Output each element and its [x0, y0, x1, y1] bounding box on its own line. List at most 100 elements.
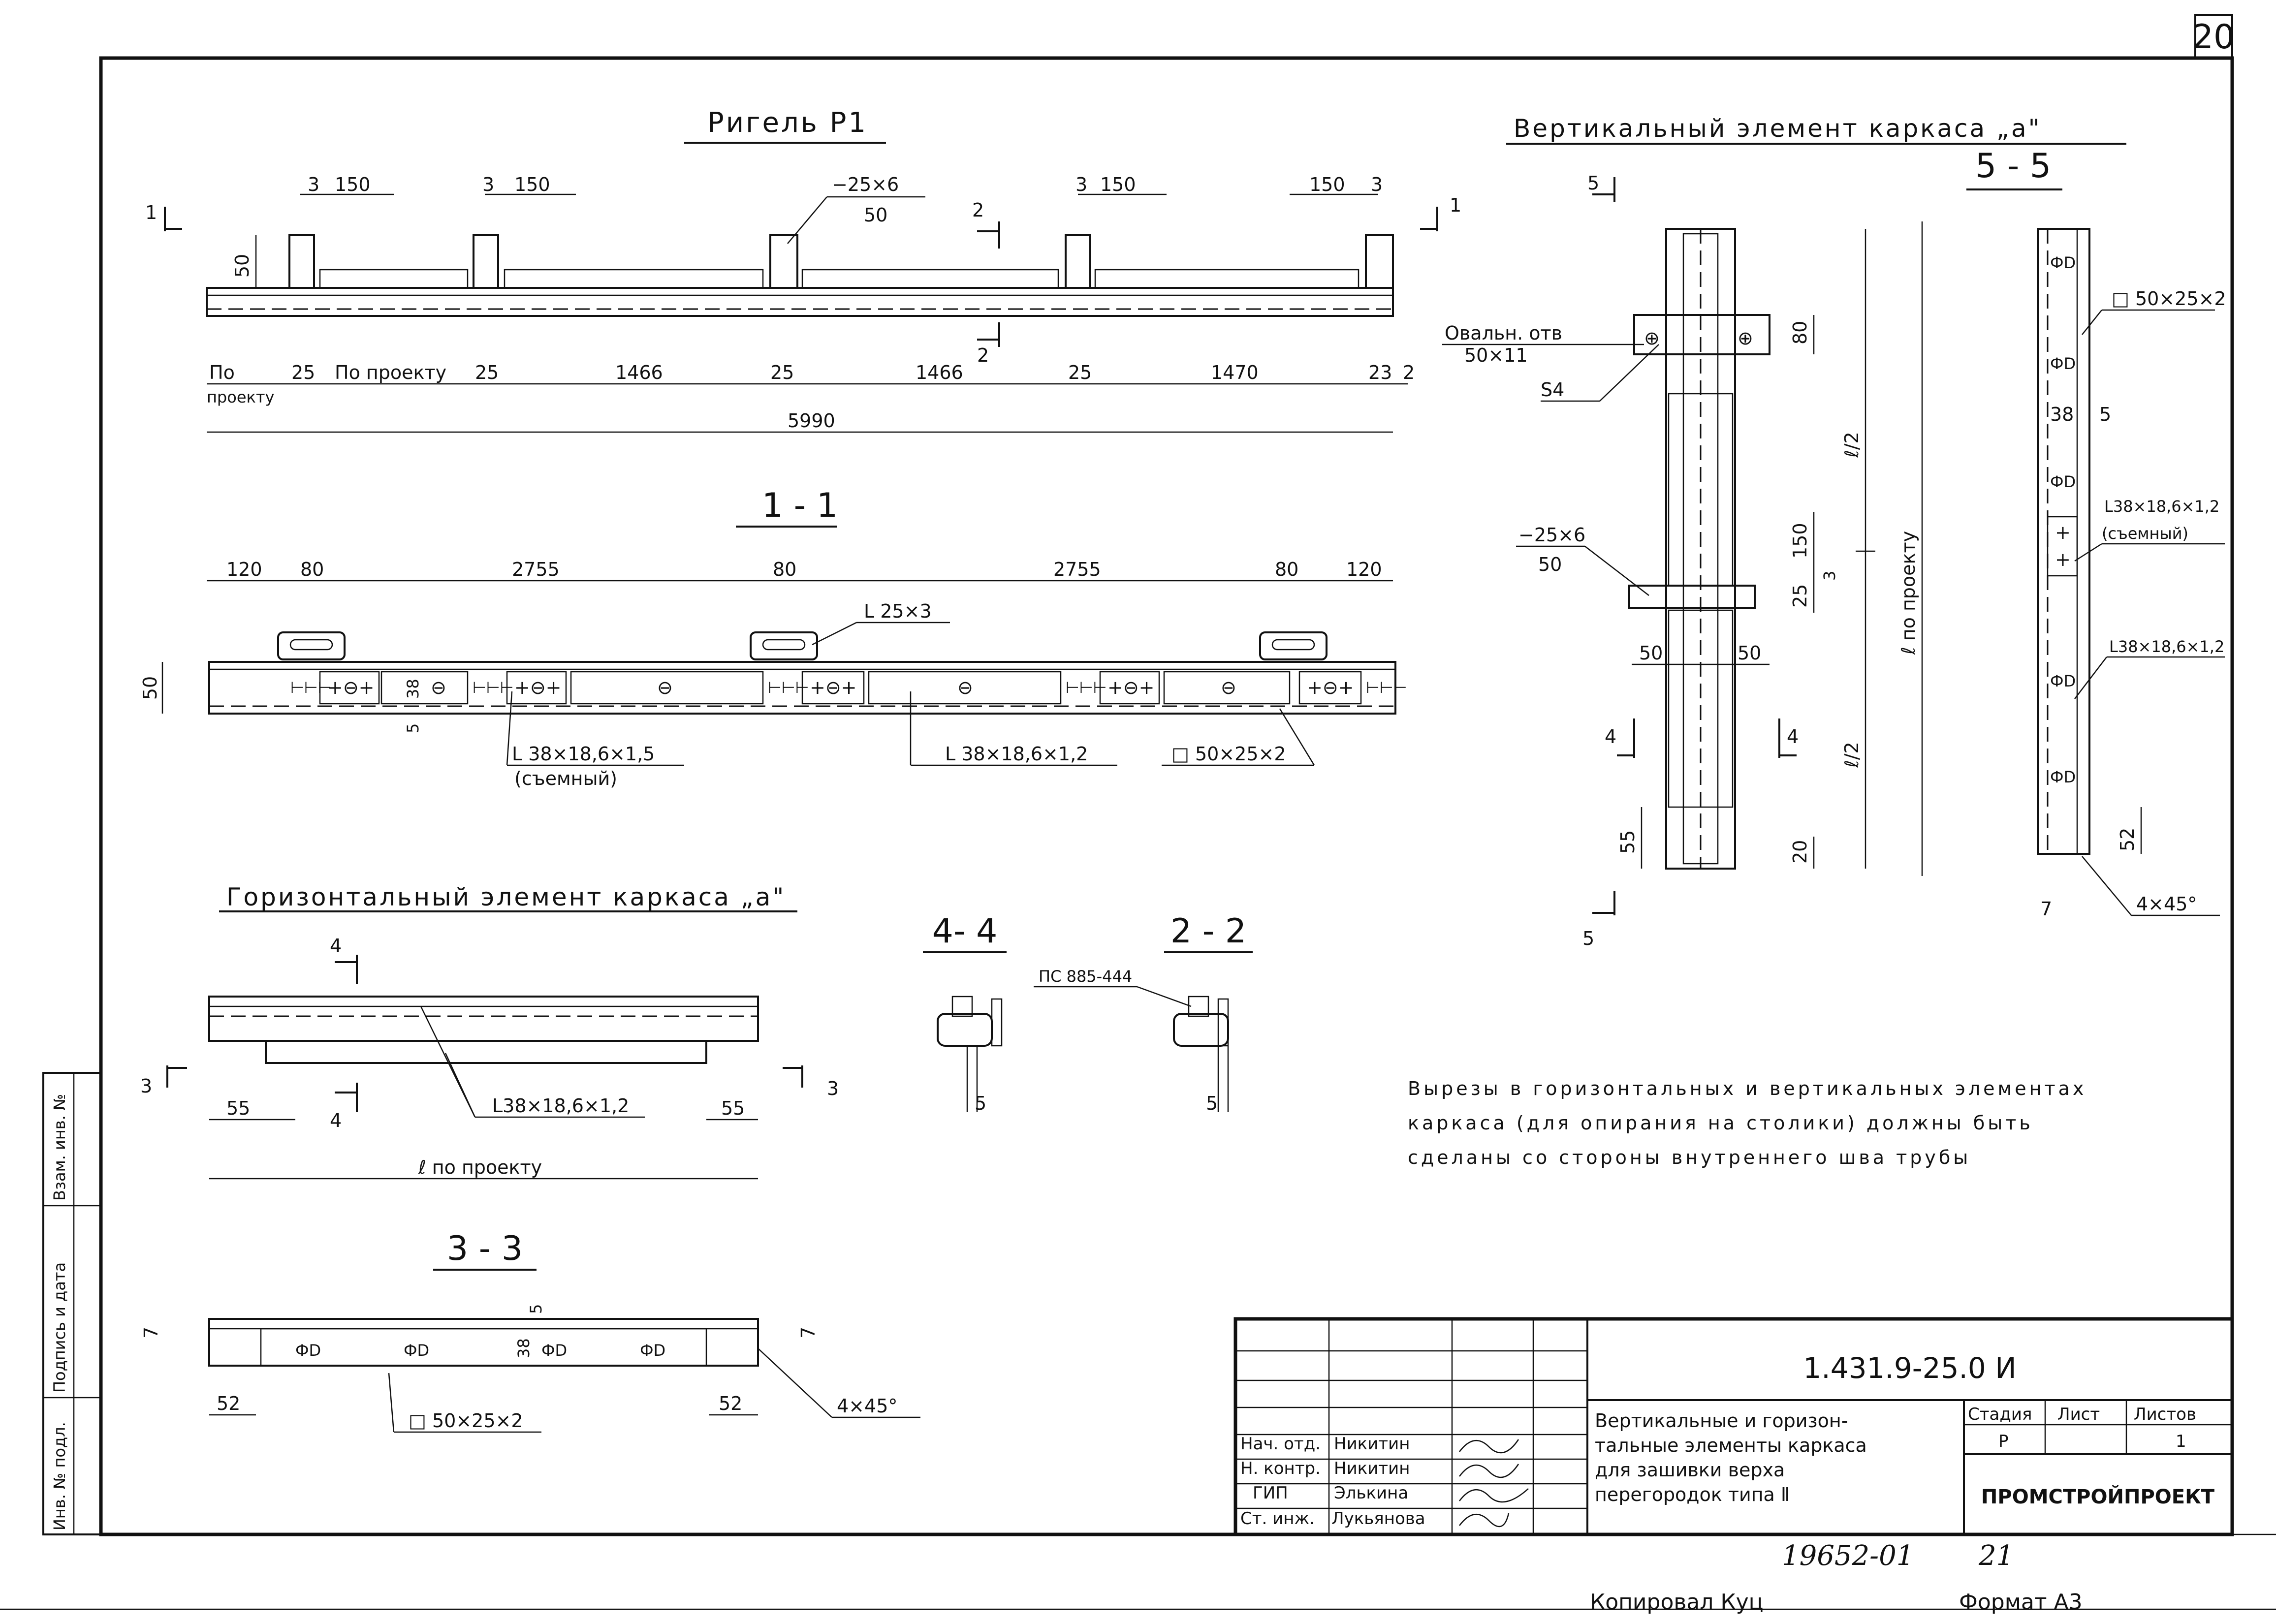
- drawing-frame: 20: [0, 14, 2276, 1610]
- svg-text:+⊖+: +⊖+: [1107, 677, 1155, 698]
- svg-text:⊖: ⊖: [657, 677, 673, 698]
- svg-text:Овальн. отв: Овальн. отв: [1445, 322, 1562, 344]
- svg-text:L38×18,6×1,2: L38×18,6×1,2: [492, 1095, 629, 1117]
- svg-text:25: 25: [770, 362, 794, 383]
- svg-text:38: 38: [2050, 404, 2074, 425]
- svg-text:ФD: ФD: [2050, 672, 2076, 690]
- svg-text:Вырезы в горизонтальных и верт: Вырезы в горизонтальных и вертикальных э…: [1408, 1078, 2086, 1099]
- svg-text:+⊖+: +⊖+: [514, 677, 562, 698]
- svg-text:Лист: Лист: [2057, 1405, 2100, 1424]
- svg-text:ГИП: ГИП: [1253, 1483, 1288, 1503]
- section-mark-2-bottom: 2: [977, 322, 1000, 366]
- svg-text:7: 7: [797, 1327, 819, 1339]
- svg-text:L38×18,6×1,2: L38×18,6×1,2: [2109, 637, 2224, 656]
- svg-text:ФD: ФD: [404, 1341, 429, 1360]
- svg-text:50: 50: [231, 254, 253, 278]
- svg-text:Никитин: Никитин: [1334, 1459, 1410, 1478]
- svg-text:50: 50: [1738, 642, 1761, 664]
- svg-text:Листов: Листов: [2134, 1405, 2196, 1424]
- svg-text:150: 150: [1789, 523, 1811, 559]
- svg-text:3: 3: [1820, 571, 1839, 581]
- svg-text:ФD: ФD: [640, 1341, 665, 1360]
- riegel-overall-length: 5990: [788, 410, 835, 432]
- vertical-title: Вертикальный элемент каркаса „а": [1514, 114, 2042, 143]
- svg-text:25: 25: [291, 362, 315, 383]
- svg-text:1: 1: [1450, 194, 1461, 216]
- svg-text:⊖: ⊖: [431, 677, 446, 698]
- svg-text:Лукьянова: Лукьянова: [1331, 1509, 1425, 1529]
- svg-text:55: 55: [1617, 830, 1639, 854]
- svg-text:ℓ/2: ℓ/2: [1841, 742, 1863, 768]
- svg-text:ФD: ФD: [2050, 354, 2076, 373]
- organization: ПРОМСТРОЙПРОЕКТ: [1981, 1485, 2215, 1508]
- svg-text:ФD: ФD: [2050, 253, 2076, 272]
- svg-text:ФD: ФD: [295, 1341, 321, 1360]
- svg-text:для зашивки верха: для зашивки верха: [1595, 1459, 1785, 1481]
- svg-text:150: 150: [1100, 174, 1136, 195]
- svg-text:Вертикальные и горизон-: Вертикальные и горизон-: [1595, 1410, 1848, 1432]
- svg-text:По проекту: По проекту: [335, 362, 446, 383]
- horizontal-length-label: ℓ по проекту: [418, 1156, 542, 1178]
- svg-text:Стадия: Стадия: [1968, 1405, 2032, 1424]
- svg-text:4×45°: 4×45°: [837, 1395, 897, 1417]
- svg-text:+⊖+: +⊖+: [1307, 677, 1354, 698]
- svg-text:3: 3: [140, 1075, 152, 1097]
- section-4-4: 4- 4 5: [923, 912, 1007, 1114]
- svg-text:20: 20: [1789, 840, 1811, 864]
- svg-text:150: 150: [335, 174, 371, 195]
- svg-text:(съемный): (съемный): [2102, 524, 2188, 543]
- svg-text:4: 4: [330, 1110, 342, 1131]
- svg-text:сделаны со стороны внутреннего: сделаны со стороны внутреннего шва трубы: [1408, 1147, 1971, 1168]
- svg-text:каркаса (для опирания на столи: каркаса (для опирания на столики) должны…: [1408, 1112, 2033, 1134]
- section-mark-1-left: 1: [145, 202, 182, 231]
- svg-text:4: 4: [1787, 726, 1799, 748]
- svg-text:ФD: ФD: [541, 1341, 567, 1360]
- svg-text:5: 5: [1582, 928, 1594, 949]
- note-text: Вырезы в горизонтальных и вертикальных э…: [1408, 1078, 2086, 1168]
- svg-text:5: 5: [975, 1093, 986, 1114]
- archive-number: 19652-01: [1782, 1540, 1914, 1572]
- copied-by: Копировал Куц: [1590, 1590, 1764, 1615]
- section-5-5-title: 5 - 5: [1975, 147, 2051, 186]
- svg-text:⊖: ⊖: [957, 677, 973, 698]
- svg-text:120: 120: [1346, 559, 1382, 580]
- svg-text:80: 80: [300, 559, 324, 580]
- section-1-1: 1 - 1 120 80 2755 80 2755 80 120 ⊢⊢⊢ ⊢⊢⊢…: [139, 486, 1407, 789]
- svg-text:Ст. инж.: Ст. инж.: [1240, 1509, 1315, 1529]
- svg-text:1: 1: [2176, 1432, 2186, 1451]
- svg-text:150: 150: [1309, 174, 1345, 195]
- document-code: 1.431.9-25.0 И: [1803, 1351, 2016, 1385]
- svg-text:+⊖+: +⊖+: [810, 677, 857, 698]
- svg-text:52: 52: [2117, 828, 2138, 851]
- svg-text:3: 3: [482, 174, 494, 195]
- section-1-1-title: 1 - 1: [762, 486, 838, 525]
- sheet-footer: 19652-01 21 Копировал Куц Формат А3: [1590, 1540, 2083, 1615]
- svg-text:2: 2: [1403, 362, 1415, 383]
- svg-text:⊢⊢⊢: ⊢⊢⊢: [768, 678, 809, 697]
- svg-text:1466: 1466: [916, 362, 963, 383]
- svg-text:5: 5: [404, 723, 422, 733]
- svg-text:38: 38: [514, 1338, 533, 1358]
- svg-text:(съемный): (съемный): [514, 768, 617, 789]
- svg-text:L 38×18,6×1,2: L 38×18,6×1,2: [945, 743, 1088, 765]
- svg-text:5: 5: [1206, 1093, 1218, 1114]
- riegel-p1-view: Ригель Р1 1 1 2 2: [145, 107, 1461, 433]
- stamp-signature-date: Подпись и дата: [50, 1262, 69, 1393]
- svg-text:1470: 1470: [1211, 362, 1259, 383]
- svg-text:Нач. отд.: Нач. отд.: [1240, 1434, 1321, 1454]
- horizontal-title: Горизонтальный элемент каркаса „а": [226, 883, 786, 911]
- svg-text:25: 25: [1068, 362, 1092, 383]
- svg-text:5: 5: [527, 1304, 545, 1314]
- archive-sheet: 21: [1978, 1540, 2014, 1572]
- svg-text:50: 50: [1538, 554, 1562, 575]
- svg-text:проекту: проекту: [207, 388, 274, 406]
- svg-text:3: 3: [1075, 174, 1087, 195]
- svg-text:Никитин: Никитин: [1334, 1434, 1410, 1454]
- svg-text:80: 80: [1789, 321, 1811, 344]
- stamp-inv-podl: Инв. № подл.: [50, 1422, 69, 1530]
- svg-text:L38×18,6×1,2: L38×18,6×1,2: [2104, 497, 2219, 516]
- title-block: Нач. отд. Никитин Н. контр. Никитин ГИП …: [1233, 1317, 2234, 1536]
- svg-text:+: +: [2055, 522, 2071, 543]
- svg-text:S4: S4: [1541, 379, 1564, 401]
- svg-text:−25×6: −25×6: [1518, 524, 1585, 546]
